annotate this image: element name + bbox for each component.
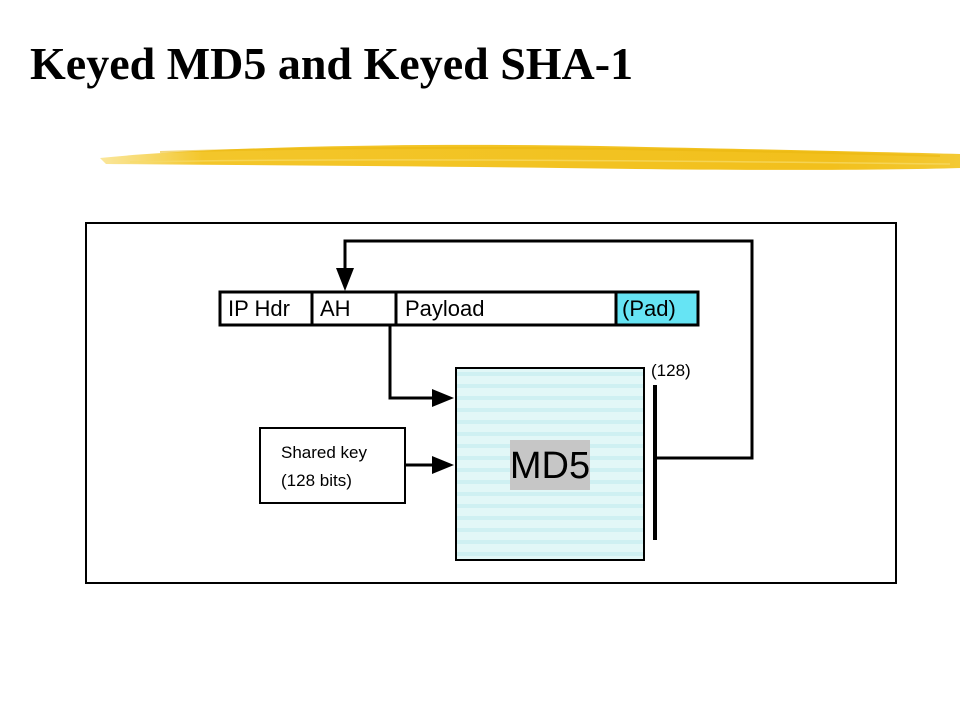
arrowhead-ah-to-md5 <box>432 389 454 407</box>
connector-output-to-ah <box>343 239 754 460</box>
label-pad: (Pad) <box>622 296 676 321</box>
label-shared-key: Shared key <box>281 443 367 462</box>
highlighter-stroke <box>100 144 960 170</box>
label-md5: MD5 <box>510 445 590 487</box>
label-output-size: (128) <box>651 361 691 380</box>
slide-title: Keyed MD5 and Keyed SHA-1 <box>30 38 634 89</box>
arrowhead-key-to-md5 <box>432 456 454 474</box>
label-ah: AH <box>320 296 351 321</box>
md5-label-bg <box>510 440 590 490</box>
arrowhead-output-to-ah <box>336 268 354 291</box>
packet-field-ah <box>310 290 398 327</box>
packet: IP Hdr AH Payload (Pad) <box>218 290 700 327</box>
packet-field-pad <box>614 290 700 327</box>
label-payload: Payload <box>405 296 485 321</box>
packet-field-payload <box>394 290 618 327</box>
label-shared-key-size: (128 bits) <box>281 471 352 490</box>
packet-field-ip-hdr <box>218 290 314 327</box>
shared-key-box <box>259 427 406 504</box>
connectors <box>336 239 754 474</box>
connector-ah-to-md5 <box>388 325 440 400</box>
label-ip-hdr: IP Hdr <box>228 296 290 321</box>
